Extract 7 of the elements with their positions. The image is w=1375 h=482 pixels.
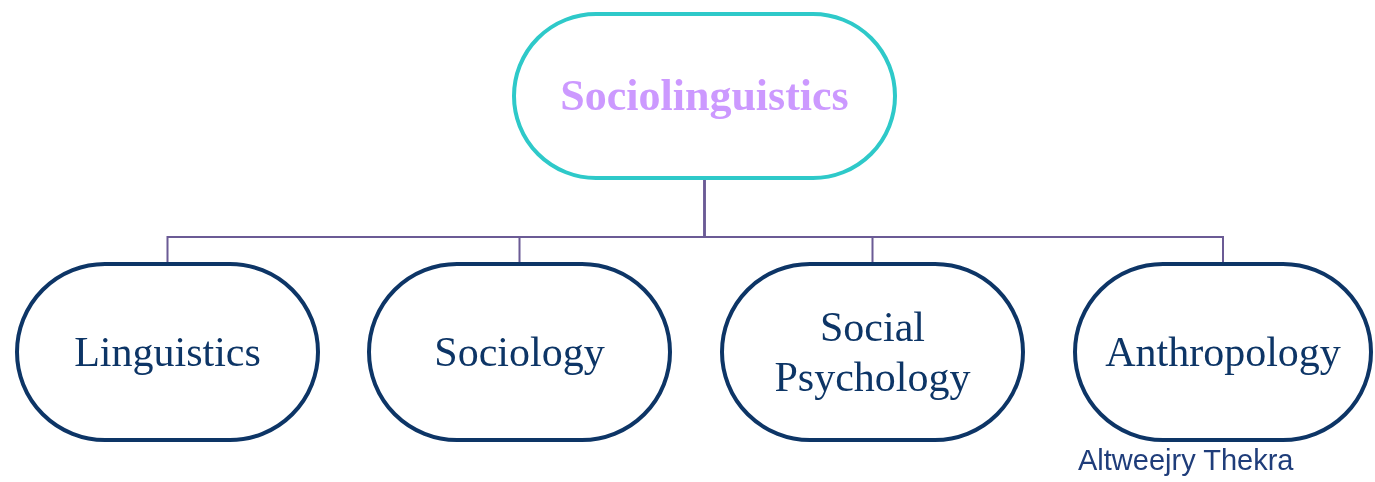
node-text: Social Psychology bbox=[773, 302, 972, 402]
node-text: Sociolinguistics bbox=[559, 69, 850, 122]
node-text: Sociology bbox=[433, 327, 606, 377]
node-text: Linguistics bbox=[73, 327, 262, 377]
node-text: Anthropology bbox=[1104, 327, 1342, 377]
connector-line bbox=[703, 179, 1224, 263]
author-credit: Altweejry Thekra bbox=[1078, 444, 1294, 477]
